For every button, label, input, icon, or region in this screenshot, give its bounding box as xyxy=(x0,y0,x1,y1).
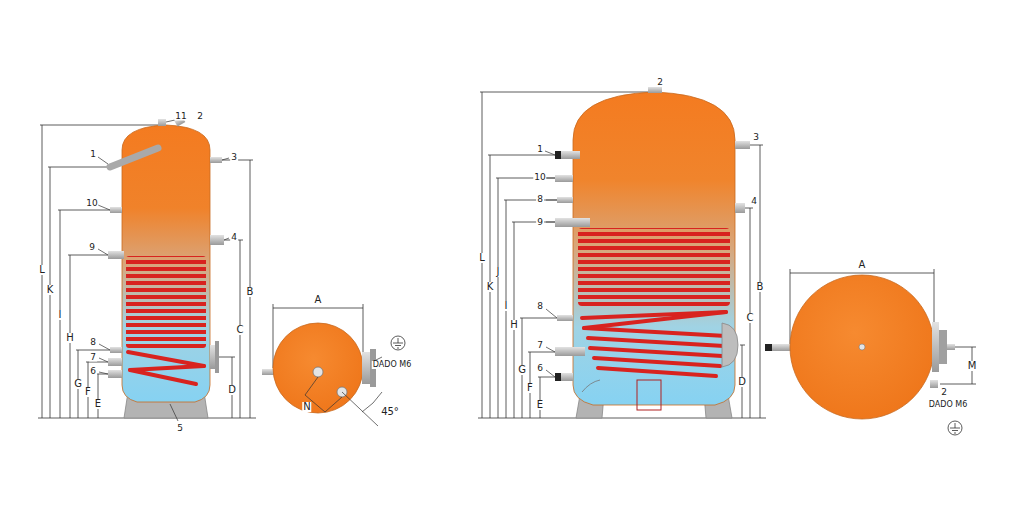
callout-number: 4 xyxy=(750,197,758,206)
dimension-letter: K xyxy=(46,285,55,295)
dimension-letter: L xyxy=(478,253,486,263)
dimension-letter: A xyxy=(314,295,323,305)
callout-number: 8 xyxy=(536,302,544,311)
dimension-letter: D xyxy=(227,385,237,395)
callout-number: 8 xyxy=(536,195,544,204)
dimension-letter: I xyxy=(504,301,509,311)
callout-number: 6 xyxy=(89,367,97,376)
dimension-letter: E xyxy=(536,400,544,410)
dimension-letter: H xyxy=(509,320,519,330)
callout-number: 2 xyxy=(196,112,204,121)
callout-number: 1 xyxy=(89,150,97,159)
callout-number: 9 xyxy=(536,218,544,227)
callout-number: 9 xyxy=(88,243,96,252)
dimension-letter: E xyxy=(94,399,102,409)
note-label: DADO M6 xyxy=(372,361,412,369)
dimension-letter: I xyxy=(58,310,63,320)
callout-number: 11 xyxy=(174,112,187,121)
callout-number: 7 xyxy=(89,353,97,362)
callout-number: 10 xyxy=(85,199,98,208)
dimension-letter: J xyxy=(496,267,501,277)
callout-number: 4 xyxy=(230,233,238,242)
dimension-letter: F xyxy=(84,387,92,397)
dimension-letter: G xyxy=(73,379,83,389)
dimension-letter: L xyxy=(38,265,46,275)
dimension-letter: 45° xyxy=(380,407,400,417)
dimension-letter: C xyxy=(236,325,245,335)
callout-number: 7 xyxy=(536,341,544,350)
callout-number: 3 xyxy=(752,133,760,142)
callout-number: 3 xyxy=(230,153,238,162)
callout-number: 2 xyxy=(656,78,664,87)
callout-number: 8 xyxy=(89,338,97,347)
dimension-letter: D xyxy=(737,377,747,387)
dimension-letter: B xyxy=(756,282,765,292)
callout-number: 2 xyxy=(940,388,948,397)
callout-number: 10 xyxy=(533,173,546,182)
callout-number: 6 xyxy=(536,364,544,373)
dimension-letter: K xyxy=(486,282,495,292)
dimension-letter: C xyxy=(746,313,755,323)
dimension-letter: B xyxy=(246,287,255,297)
note-label: DADO M6 xyxy=(928,401,968,409)
callout-number: 5 xyxy=(176,424,184,433)
dimension-letter: F xyxy=(526,383,534,393)
dimension-letter: H xyxy=(65,333,75,343)
dimension-letter: A xyxy=(858,260,867,270)
dimension-letter: M xyxy=(967,361,978,371)
dimension-letter: N xyxy=(302,402,311,412)
callout-number: 1 xyxy=(536,145,544,154)
dimension-letter: G xyxy=(517,365,527,375)
